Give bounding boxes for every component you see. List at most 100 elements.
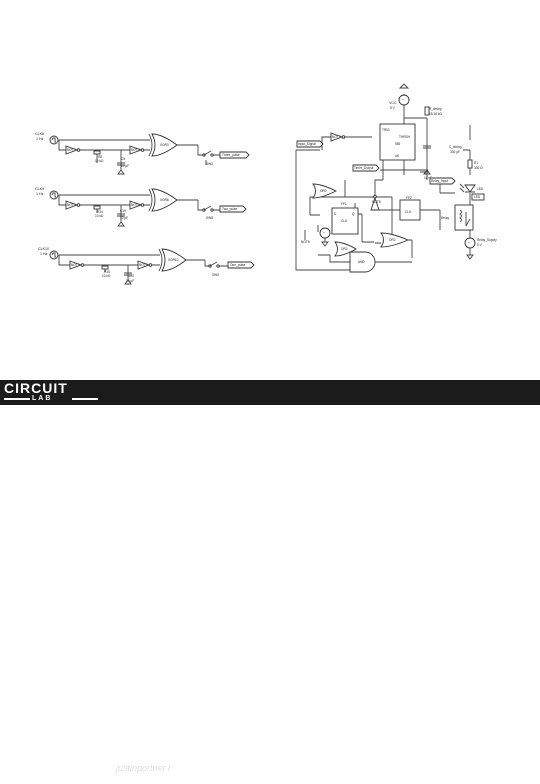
c19-name: C19	[120, 209, 126, 213]
r-timing-value: 18.18 kΩ	[429, 112, 442, 116]
capacitor-c20[interactable]	[124, 272, 132, 276]
r14-name: R14	[97, 210, 103, 214]
clk8-name: CLK8	[35, 132, 44, 136]
output-label-two-pulse	[219, 205, 247, 213]
not-gate-not7[interactable]	[330, 132, 344, 142]
ff1-label: FF1	[341, 202, 347, 206]
capacitor-c5[interactable]	[117, 162, 125, 166]
switch-sw8[interactable]	[202, 205, 214, 212]
footer-bar: CIRCUIT LAB justinportner / Clapper Circ…	[0, 380, 540, 784]
clock-source-clk8[interactable]	[49, 135, 59, 145]
circuit-url[interactable]: http://circuitlab.com/cf344tavdq296	[116, 774, 256, 784]
clock-source-clk9[interactable]	[49, 190, 59, 200]
sw8-label: SW8	[206, 216, 213, 220]
ff1-q: Q	[352, 212, 355, 216]
vcc-label: VCC	[389, 101, 397, 105]
svg-text:LED: LED	[474, 195, 481, 199]
capacitor-c19[interactable]	[117, 213, 125, 217]
c-name: C	[424, 171, 427, 175]
relay-label: Relay	[441, 216, 450, 220]
circuit-title[interactable]: Clapper Circuit	[173, 763, 238, 773]
not-gate-not2[interactable]	[129, 145, 143, 155]
resistor-r-timing[interactable]	[424, 106, 430, 116]
circuitlab-logo[interactable]: CIRCUIT LAB	[4, 381, 102, 404]
logo-text-circuit: CIRCUIT	[4, 380, 68, 396]
clk10-name: CLK10	[38, 247, 49, 251]
clk9-name: CLK9	[35, 187, 44, 191]
resistor-r14[interactable]	[93, 205, 101, 210]
xor-gate-xor8[interactable]	[151, 188, 178, 212]
relay-supply-source[interactable]	[464, 237, 476, 249]
relay-supply-label: Relay_Supply	[477, 238, 497, 242]
clk10-freq: 1 Hz	[40, 252, 48, 256]
logic-ground	[321, 238, 329, 247]
timer-555-u6[interactable]	[379, 123, 416, 161]
switch-sw3[interactable]	[202, 150, 214, 157]
resistor-r8[interactable]	[93, 150, 101, 155]
ff2-clk: CLK	[405, 210, 412, 214]
author-link[interactable]: justinportner	[116, 763, 166, 773]
node-label-timer-output	[352, 164, 380, 172]
switch-sw9[interactable]	[208, 261, 220, 268]
schematic-canvas[interactable]: CLK8 1 Hz NOT1 NOT2 R8 10 kΩ C5 10 µF XO…	[0, 0, 540, 380]
vcc-voltage: 5 V	[390, 106, 396, 110]
sw3-label: SW3	[206, 162, 213, 166]
logo-text-lab: LAB	[32, 395, 53, 402]
u6-pin-thrsh: THRSH	[399, 135, 411, 139]
vcc-arrow	[398, 83, 410, 89]
r-timing-name: R_timing	[429, 107, 442, 111]
clapper-control-logic: + VCC 5 V R_timing 18.18 kΩ NOT7 TRIG TH…	[295, 83, 497, 273]
not1-label: NOT1	[67, 148, 76, 152]
not-gate-not8[interactable]	[370, 196, 380, 211]
ff1-clk: CLK	[341, 219, 348, 223]
flip-flop-ff1[interactable]	[331, 207, 359, 235]
circuit-title-line: justinportner / Clapper Circuit	[116, 763, 238, 773]
not8-label: NOT8	[372, 200, 381, 204]
u6-pin-trig: TRIG	[382, 128, 390, 132]
clapper-circuit-schematic: CLK8 1 Hz NOT1 NOT2 R8 10 kΩ C5 10 µF XO…	[35, 83, 497, 285]
not-gate-not5[interactable]	[69, 260, 83, 270]
svg-text:+: +	[468, 241, 470, 245]
xor-gate-xor10[interactable]	[161, 248, 187, 272]
r8-value: 10 kΩ	[95, 159, 104, 163]
capacitor-c[interactable]	[420, 169, 428, 173]
clock-source-clk10[interactable]	[49, 250, 59, 260]
not3-label: NOT3	[67, 203, 76, 207]
not-gate-not1[interactable]	[65, 145, 79, 155]
clk9-freq: 1 Hz	[36, 192, 44, 196]
or-gate-or0[interactable]	[312, 183, 338, 199]
relay[interactable]	[454, 204, 474, 231]
c20-name: C20	[128, 274, 134, 278]
not-gate-not4[interactable]	[129, 200, 143, 210]
resistor-r15[interactable]	[101, 265, 109, 270]
xor8-label: XOR8	[160, 198, 169, 202]
or-gate-or2[interactable]	[380, 232, 410, 248]
or-gate-or1[interactable]	[334, 241, 357, 257]
pulse-stage-two: CLK9 1 Hz NOT3 NOT4 R14 10 kΩ C19 10 µF …	[35, 187, 247, 227]
r1-value: 330 Ω	[474, 166, 483, 170]
flip-flop-ff2[interactable]	[399, 199, 421, 221]
u6-name: U6	[395, 154, 399, 158]
clk8-freq: 1 Hz	[36, 137, 44, 141]
led[interactable]	[464, 184, 476, 193]
r1-name: R1	[474, 161, 478, 165]
logic-dc-source[interactable]	[319, 227, 331, 239]
svg-text:NOT8: NOT8	[301, 240, 310, 244]
vcc-source[interactable]	[398, 94, 410, 106]
not4-label: NOT4	[131, 203, 140, 207]
u6-type: 555	[395, 142, 401, 146]
output-label-one-pulse	[227, 261, 255, 269]
c5-value: 10 µF	[121, 164, 129, 168]
xor3-label: XOR3	[160, 143, 169, 147]
title-separator: /	[168, 763, 171, 773]
capacitor-c-timing[interactable]	[423, 145, 431, 149]
c-timing-value: 330 µF	[450, 150, 460, 154]
resistor-r1[interactable]	[467, 159, 473, 169]
not-gate-not3[interactable]	[65, 200, 79, 210]
pulse-stage-one: CLK10 1 Hz NOT5 NOT6 R15 10 kΩ C20 10 µF…	[38, 247, 255, 285]
two-pulse-text: Two_pulse	[222, 207, 237, 211]
xor-gate-xor3[interactable]	[151, 133, 178, 157]
not-gate-not6[interactable]	[137, 260, 151, 270]
and-gate[interactable]	[349, 251, 376, 273]
ff2-label: FF2	[406, 196, 412, 200]
